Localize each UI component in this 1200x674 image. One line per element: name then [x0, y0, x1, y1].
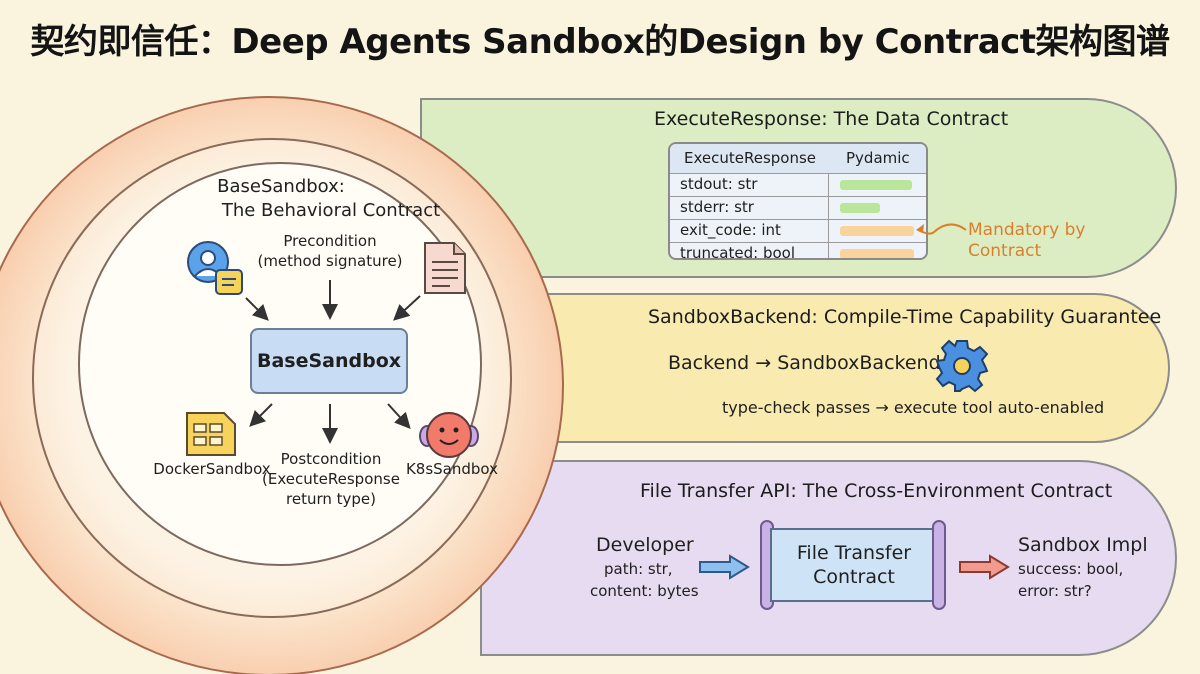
table-row: exit_code: int [670, 219, 926, 242]
value-bar [840, 226, 914, 236]
developer-label: Developer [596, 534, 694, 556]
postcondition-detail-2: return type) [286, 490, 376, 508]
inner-arrows [245, 280, 421, 444]
k8s-sandbox-label: K8sSandbox [405, 460, 499, 478]
k8s-icon [419, 412, 479, 458]
gear-icon [935, 339, 989, 393]
column-header: Pydamic [846, 149, 910, 167]
mandatory-note: Mandatory by [968, 220, 1086, 240]
value-bar [840, 203, 880, 213]
document-icon [424, 242, 466, 294]
execute-response-title: ExecuteResponse: The Data Contract [654, 108, 1009, 130]
field-cell: truncated: bool [680, 244, 795, 260]
value-bar [840, 249, 914, 258]
developer-path: path: str, [604, 560, 673, 578]
docker-icon [186, 412, 236, 456]
precondition-detail: (method signature) [257, 252, 403, 270]
file-transfer-title: File Transfer API: The Cross-Environment… [640, 480, 1113, 502]
postcondition-label: Postcondition [280, 450, 382, 468]
base-sandbox-heading: BaseSandbox: [217, 176, 345, 197]
contract-label: File Transfer [796, 542, 912, 564]
base-sandbox-label: BaseSandbox [256, 350, 402, 372]
precondition-label: Precondition [283, 232, 377, 250]
mandatory-note-line2: Contract [968, 241, 1042, 261]
impl-error: error: str? [1018, 582, 1092, 600]
column-header: ExecuteResponse [684, 149, 817, 167]
postcondition-detail-1: (ExecuteResponse [262, 470, 400, 488]
base-sandbox-subheading: The Behavioral Contract [221, 200, 441, 221]
base-sandbox-box: BaseSandbox [250, 328, 408, 394]
value-bar [840, 180, 912, 190]
table-header: ExecuteResponse Pydamic [670, 144, 926, 173]
field-cell: stdout: str [680, 175, 758, 193]
impl-success: success: bool, [1018, 560, 1124, 578]
sandbox-backend-title: SandboxBackend: Compile-Time Capability … [648, 306, 1162, 328]
backend-mapping: Backend → SandboxBackend [668, 352, 941, 374]
table-row: truncated: bool [670, 242, 926, 260]
type-check-result: type-check passes → execute tool auto-en… [722, 398, 1105, 417]
docker-sandbox-label: DockerSandbox [153, 460, 271, 478]
field-cell: stderr: str [680, 198, 754, 216]
table-row: stderr: str [670, 196, 926, 219]
sandbox-impl-label: Sandbox Impl [1018, 534, 1148, 556]
table-row: stdout: str [670, 173, 926, 196]
scroll-rod-right [932, 520, 946, 610]
contract-label-line2: Contract [813, 566, 895, 588]
page-title: 契约即信任：Deep Agents Sandbox的Design by Cont… [30, 22, 1170, 62]
mandatory-arrow [916, 223, 967, 235]
sandbox-backend-panel [500, 293, 1170, 443]
arrow-right-icon [699, 554, 750, 580]
arrow-right-icon [959, 554, 1010, 580]
user-icon [187, 241, 243, 295]
field-cell: exit_code: int [680, 221, 781, 239]
developer-content: content: bytes [590, 582, 699, 600]
file-transfer-contract: File Transfer Contract [770, 528, 938, 602]
execute-response-table: ExecuteResponse Pydamic stdout: str stde… [668, 142, 928, 260]
